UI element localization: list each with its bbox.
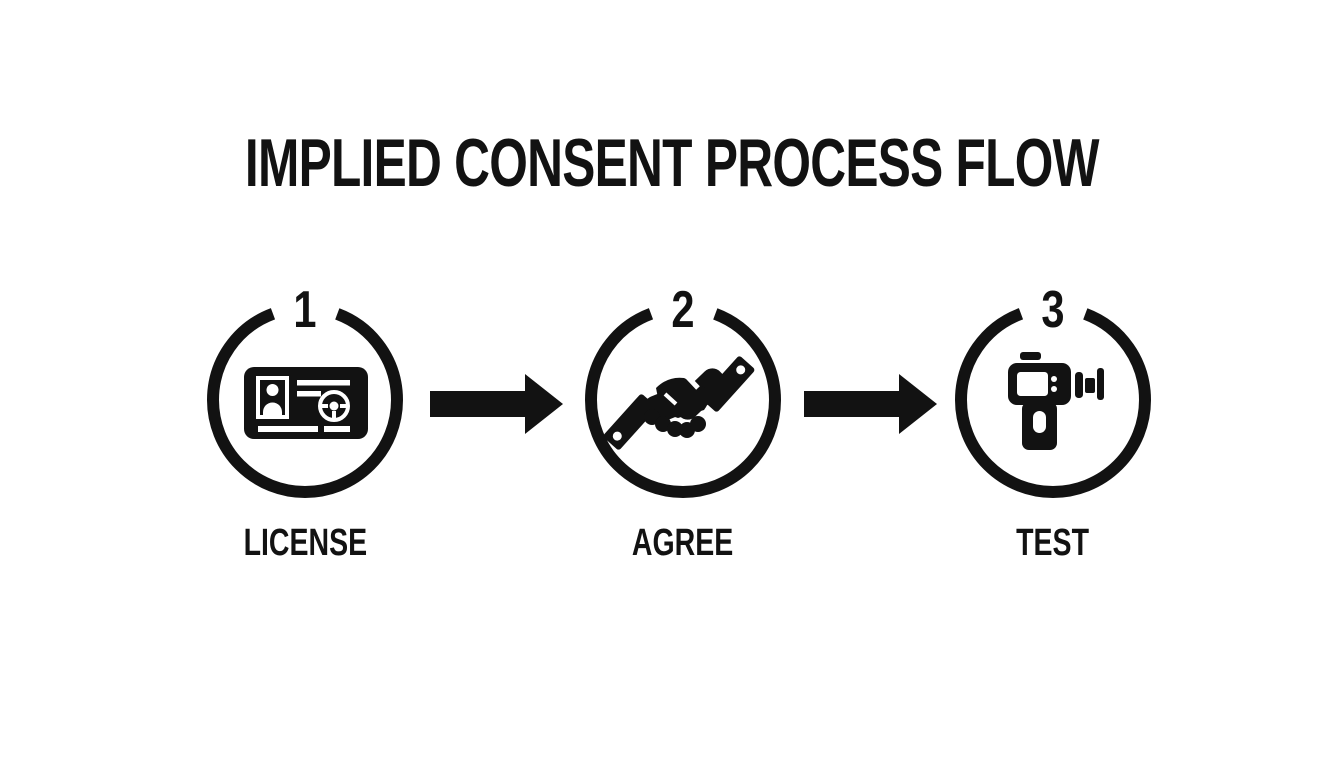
step-2-label-row: AGREE [578, 524, 788, 562]
step-3-ring [955, 302, 1151, 498]
step-1-number: 1 [293, 280, 316, 339]
step-3-label: TEST [1016, 522, 1090, 564]
step-2-number: 2 [671, 280, 694, 339]
step-1-circle: 1 [207, 280, 403, 498]
handshake-icon [603, 356, 755, 450]
step-2-ring [585, 302, 781, 498]
step-2-label: AGREE [632, 522, 734, 564]
step-1-ring [207, 302, 403, 498]
drivers-license-icon [244, 367, 368, 439]
flow-arrow-2 [804, 374, 937, 434]
breathalyzer-icon [1008, 352, 1104, 450]
step-2-circle: 2 [585, 280, 781, 498]
step-3-circle: 3 [955, 280, 1151, 498]
flow-arrow-1 [430, 374, 563, 434]
step-1-label-row: LICENSE [200, 524, 410, 562]
step-1-label: LICENSE [243, 522, 367, 564]
title-row: IMPLIED CONSENT PROCESS FLOW [0, 129, 1344, 197]
step-3-number: 3 [1041, 280, 1064, 339]
page-title: IMPLIED CONSENT PROCESS FLOW [245, 125, 1100, 201]
step-3-label-row: TEST [948, 524, 1158, 562]
